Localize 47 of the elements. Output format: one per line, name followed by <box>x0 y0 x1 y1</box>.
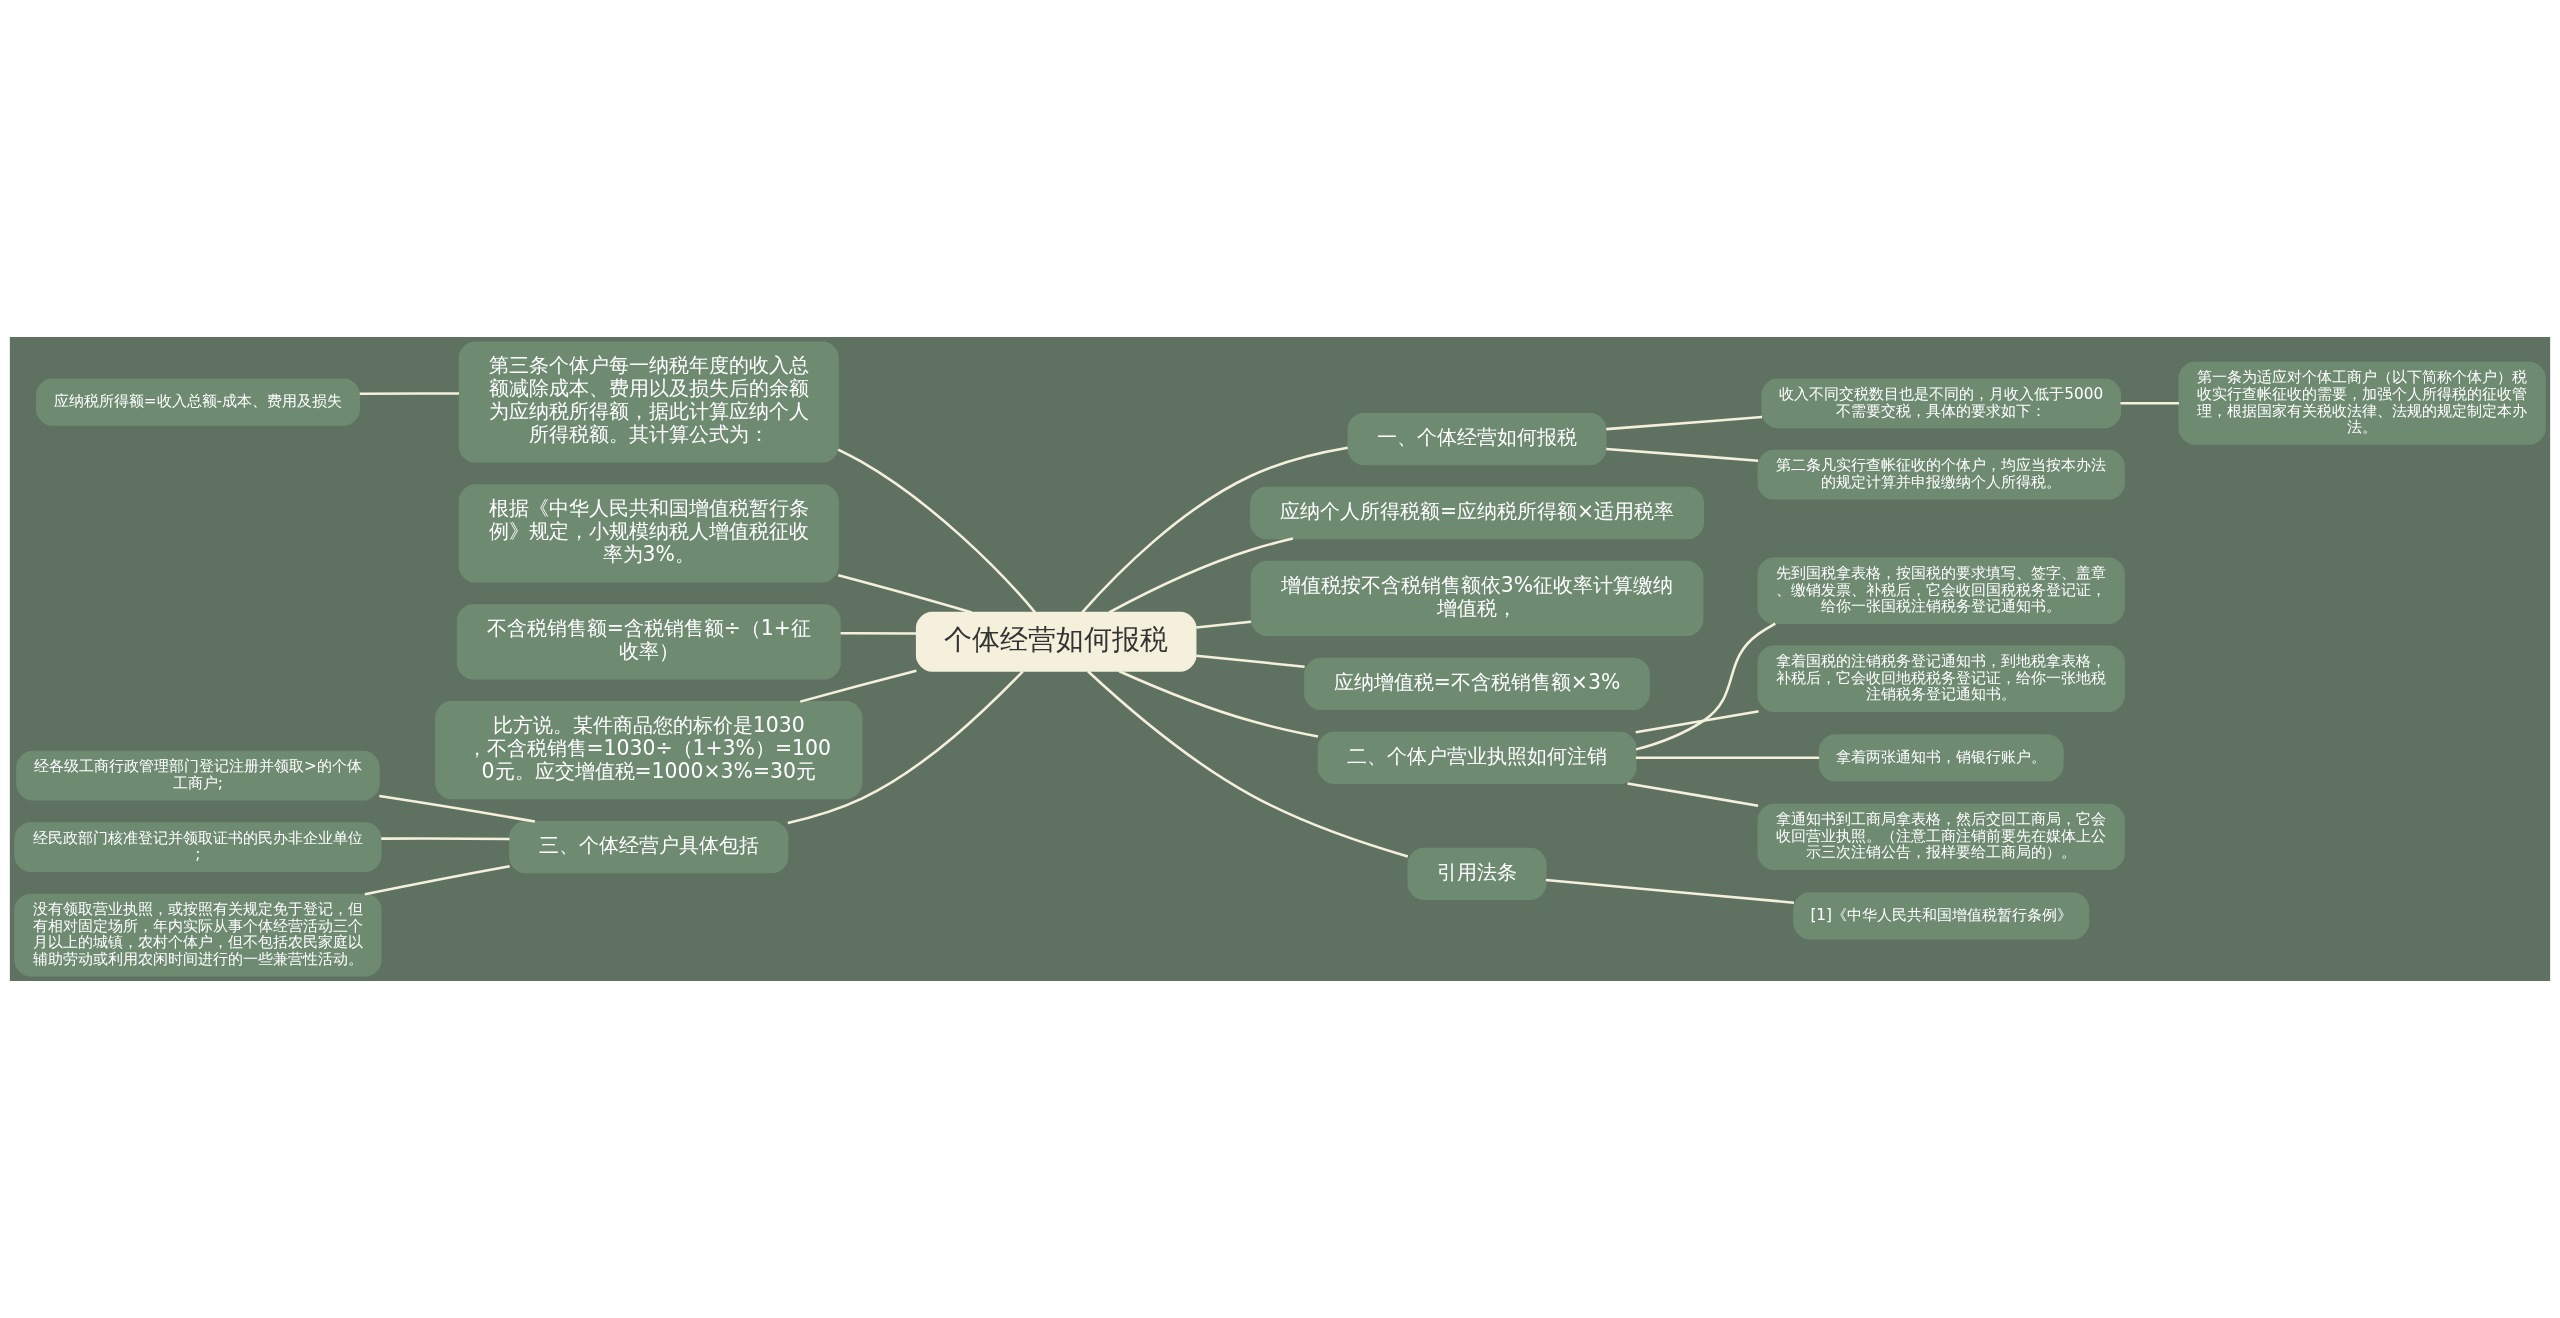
node-box: 经民政部门核准登记并领取证书的民办非企业单位; <box>14 822 382 872</box>
node-box: 先到国税拿表格，按国税的要求填写、签字、盖章、缴销发票、补税后，它会收回国税税务登记证，给你一张国税注销税务登记通知书。 <box>1757 557 2125 624</box>
node-box: 经各级工商行政管理部门登记注册并领取>的个体工商户; <box>16 750 380 801</box>
connector <box>1081 446 1348 614</box>
node-box: 拿着两张通知书，销银行账户。 <box>1818 734 2064 782</box>
node-box: 二、个体户营业执照如何注销 <box>1317 731 1637 784</box>
connector <box>840 631 917 635</box>
node-box: 三、个体经营户具体包括 <box>509 820 789 874</box>
node-box: 拿着国税的注销税务登记通知书，到地税拿表格，补税后，它会收回地税税务登记证，给你一张地税注销税务登记通知书。 <box>1757 645 2125 712</box>
node-box: 根据《中华人民共和国增值税暂行条例》规定，小规模纳税人增值税征收率为3%。 <box>458 484 839 583</box>
connector <box>1108 537 1294 614</box>
node-box: 个体经营如何报税 <box>915 611 1197 672</box>
node-box: 增值税按不含税销售额依3%征收率计算缴纳增值税， <box>1250 560 1704 637</box>
node-box: 收入不同交税数目也是不同的，月收入低于5000不需要交税，具体的要求如下： <box>1761 378 2122 429</box>
connector <box>364 864 510 896</box>
connector <box>359 392 459 396</box>
connector <box>837 448 1037 614</box>
node-box: 第二条凡实行查帐征收的个体户，均应当按本办法的规定计算并申报缴纳个人所得税。 <box>1757 449 2125 500</box>
connector <box>1606 415 1763 431</box>
connector <box>1635 710 1759 734</box>
connector <box>1196 654 1305 668</box>
node-box: 不含税销售额=含税销售额÷（1+征收率） <box>456 604 841 680</box>
node-box: 第一条为适应对个体工商户（以下简称个体户）税收实行查帐征收的需要，加强个人所得税的征收管理，根据国家有关税收法律、法规的规定制定本办法。 <box>2178 361 2546 445</box>
connector <box>787 670 1024 825</box>
node-box: [1]《中华人民共和国增值税暂行条例》 <box>1793 892 2090 940</box>
node-box: 应纳税所得额=收入总额-成本、费用及损失 <box>36 378 360 426</box>
connector <box>837 573 973 614</box>
connector <box>1087 670 1409 858</box>
connector <box>799 669 917 703</box>
node-box: 第三条个体户每一纳税年度的收入总额减除成本、费用以及损失后的余额为应纳税所得额，据此计算应纳个人所得税额。其计算公式为： <box>458 341 839 463</box>
connector <box>381 837 510 841</box>
node-box: 没有领取营业执照，或按照有关规定免于登记，但有相对固定场所，年内实际从事个体经营活动三个月以上的城镇，农村个体户，但不包括农民家庭以辅助劳动或利用农闲时间进行的一些兼营性活动。 <box>14 893 382 977</box>
node-box: 应纳个人所得税额=应纳税所得额×适用税率 <box>1250 486 1705 540</box>
connector <box>1118 670 1319 738</box>
connector <box>1635 622 1776 751</box>
node-box: 一、个体经营如何报税 <box>1347 412 1607 466</box>
connector <box>379 794 536 823</box>
connector <box>1545 878 1795 904</box>
connector <box>1627 782 1759 807</box>
node-box: 拿通知书到工商局拿表格，然后交回工商局，它会收回营业执照。（注意工商注销前要先在媒体上公示三次注销公告，报样要给工商局的）。 <box>1757 803 2125 871</box>
connector <box>1196 620 1252 629</box>
connector <box>1635 756 1820 760</box>
node-box: 比方说。某件商品您的标价是1030，不含税销售=1030÷（1+3%）=1000元。应交增值税=1000×3%=30元 <box>435 701 863 800</box>
node-box: 引用法条 <box>1407 847 1547 900</box>
node-box: 应纳增值税=不含税销售额×3% <box>1304 657 1650 710</box>
connector <box>2120 402 2179 405</box>
connector <box>1606 447 1759 462</box>
